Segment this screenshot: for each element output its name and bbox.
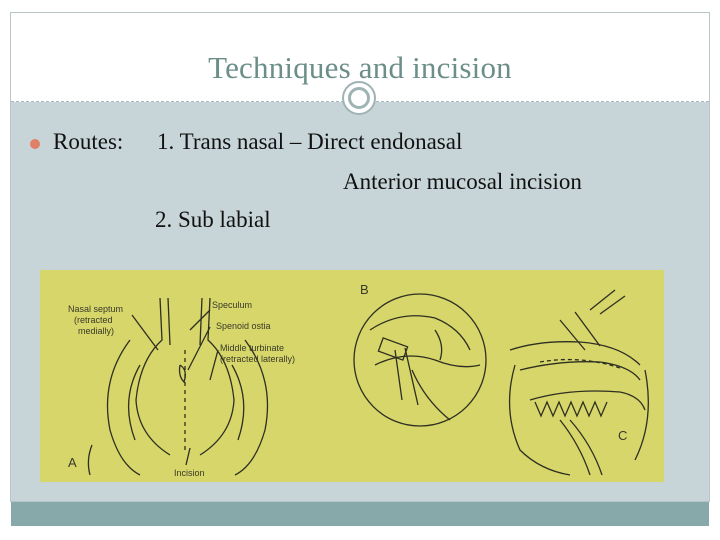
slide-footer-bar — [11, 502, 709, 526]
surgical-diagram: Nasal septum (retracted medially) Specul… — [40, 270, 664, 482]
label-middle-turbinate-2: (retracted laterally) — [220, 354, 295, 364]
route-1-subtext: Anterior mucosal incision — [343, 169, 582, 194]
divider-ring-inner — [348, 87, 370, 109]
slide-title: Techniques and incision — [208, 50, 512, 85]
bullet-dot-icon — [30, 139, 40, 149]
panel-b-drawing — [353, 293, 487, 427]
surgical-diagram-svg: Nasal septum (retracted medially) Specul… — [68, 282, 649, 478]
panel-c-drawing — [508, 289, 649, 476]
label-sphenoid-ostia: Spenoid ostia — [216, 321, 271, 331]
route-1-text: 1. Trans nasal – Direct endonasal — [157, 129, 463, 154]
label-middle-turbinate-1: Middle turbinate — [220, 343, 284, 353]
routes-label: Routes: — [53, 129, 124, 154]
label-nasal-septum-2: (retracted — [74, 315, 113, 325]
divider-ring-icon — [342, 81, 376, 115]
label-speculum: Speculum — [212, 300, 252, 310]
label-nasal-septum-1: Nasal septum — [68, 304, 123, 314]
label-panel-b: B — [360, 282, 369, 297]
label-incision: Incision — [174, 468, 205, 478]
label-panel-a: A — [68, 455, 77, 470]
label-nasal-septum-3: medially) — [78, 326, 114, 336]
label-panel-c: C — [618, 428, 627, 443]
panel-a-drawing — [87, 297, 269, 476]
route-2-text: 2. Sub labial — [155, 207, 271, 232]
